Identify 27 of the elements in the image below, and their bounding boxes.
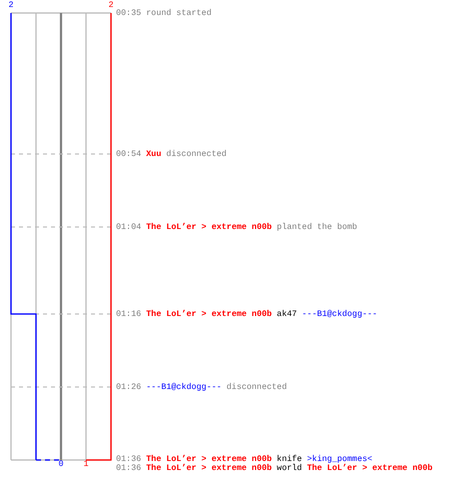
axis-value: 2 xyxy=(8,1,14,10)
weapon-name: knife xyxy=(276,454,302,464)
event-text: round started xyxy=(146,8,212,18)
player-name: >king_pommes< xyxy=(306,454,372,464)
player-name: The LoL’er > extreme n00b xyxy=(146,309,272,319)
timestamp: 01:26 xyxy=(116,382,142,392)
player-name: The LoL’er > extreme n00b xyxy=(306,463,433,473)
axis-value: 0 xyxy=(58,460,64,469)
player-name: The LoL’er > extreme n00b xyxy=(146,463,272,473)
timestamp: 00:35 xyxy=(116,8,142,18)
axis-value: 1 xyxy=(83,460,89,469)
timestamp: 01:16 xyxy=(116,309,142,319)
player-name: The LoL’er > extreme n00b xyxy=(146,222,272,232)
event-text: planted the bomb xyxy=(276,222,358,232)
event-text: disconnected xyxy=(226,382,287,392)
player-name: Xuu xyxy=(146,149,162,159)
weapon-name: ak47 xyxy=(276,309,297,319)
player-name: ---B1@ckdogg--- xyxy=(146,382,222,392)
player-name: ---B1@ckdogg--- xyxy=(302,309,378,319)
event-text: disconnected xyxy=(166,149,227,159)
axis-value: 2 xyxy=(108,1,114,10)
timestamp: 01:36 xyxy=(116,463,142,473)
weapon-name: world xyxy=(276,463,302,473)
timestamp: 01:36 xyxy=(116,454,142,464)
timestamp: 01:04 xyxy=(116,222,142,232)
timestamp: 00:54 xyxy=(116,149,142,159)
player-name: The LoL’er > extreme n00b xyxy=(146,454,272,464)
